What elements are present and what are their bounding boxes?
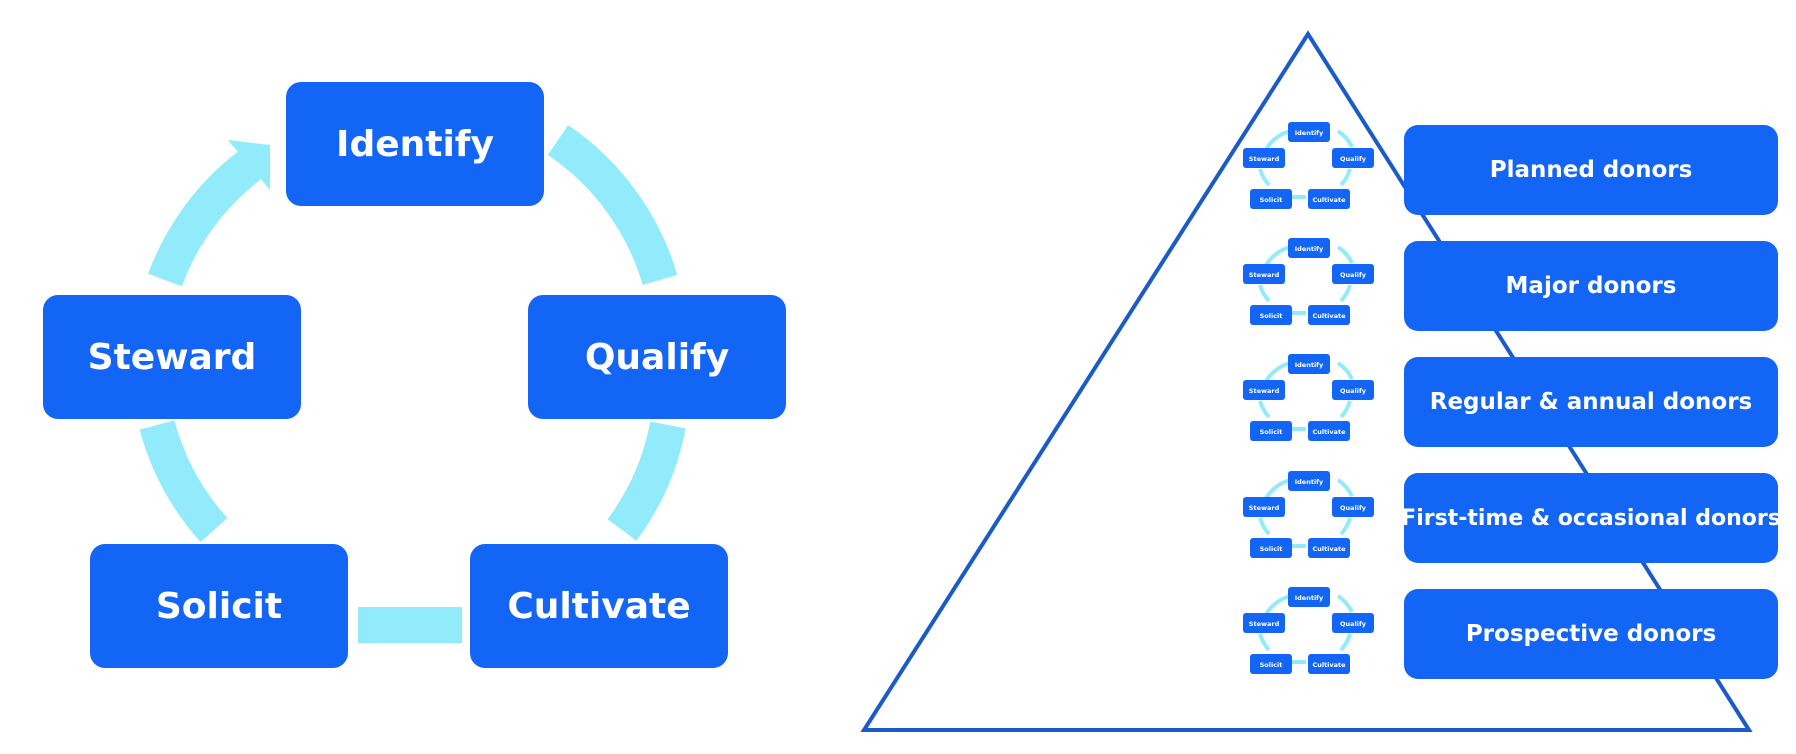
tier-prospective-donors-label: Prospective donors	[1466, 621, 1716, 647]
donor-cycle: Identify Qualify Cultivate Solicit Stewa…	[43, 82, 786, 668]
tier-major-donors: Major donors	[1404, 241, 1778, 331]
cycle-arc-identify-qualify	[547, 125, 678, 286]
stage-steward: Steward	[43, 295, 301, 419]
tier-first-time-occasional-donors: First-time & occasional donors	[1401, 473, 1781, 563]
tier-regular-annual-donors-label: Regular & annual donors	[1430, 389, 1753, 415]
tier-planned-donors: Planned donors	[1404, 125, 1778, 215]
stage-solicit-label: Solicit	[156, 586, 282, 627]
stage-qualify-label: Qualify	[585, 337, 729, 378]
tier-planned-donors-label: Planned donors	[1490, 157, 1693, 183]
donor-pyramid: Planned donors Major donors Regular & an…	[860, 30, 1781, 732]
stage-steward-label: Steward	[88, 337, 257, 378]
stage-cultivate: Cultivate	[470, 544, 728, 668]
cycle-arrowhead	[228, 140, 270, 190]
cycle-arc-steward-identify	[148, 150, 262, 287]
stage-solicit: Solicit	[90, 544, 348, 668]
tier-regular-annual-donors: Regular & annual donors	[1404, 357, 1778, 447]
stage-identify-label: Identify	[336, 124, 494, 165]
stage-cultivate-label: Cultivate	[507, 586, 690, 627]
tier-prospective-donors: Prospective donors	[1404, 589, 1778, 679]
stage-qualify: Qualify	[528, 295, 786, 419]
stage-identify: Identify	[286, 82, 544, 206]
tier-first-time-occasional-donors-label: First-time & occasional donors	[1401, 506, 1781, 531]
cycle-arc-solicit-steward	[139, 420, 228, 543]
tier-major-donors-label: Major donors	[1506, 273, 1677, 299]
cycle-arc-qualify-cultivate	[607, 421, 686, 541]
